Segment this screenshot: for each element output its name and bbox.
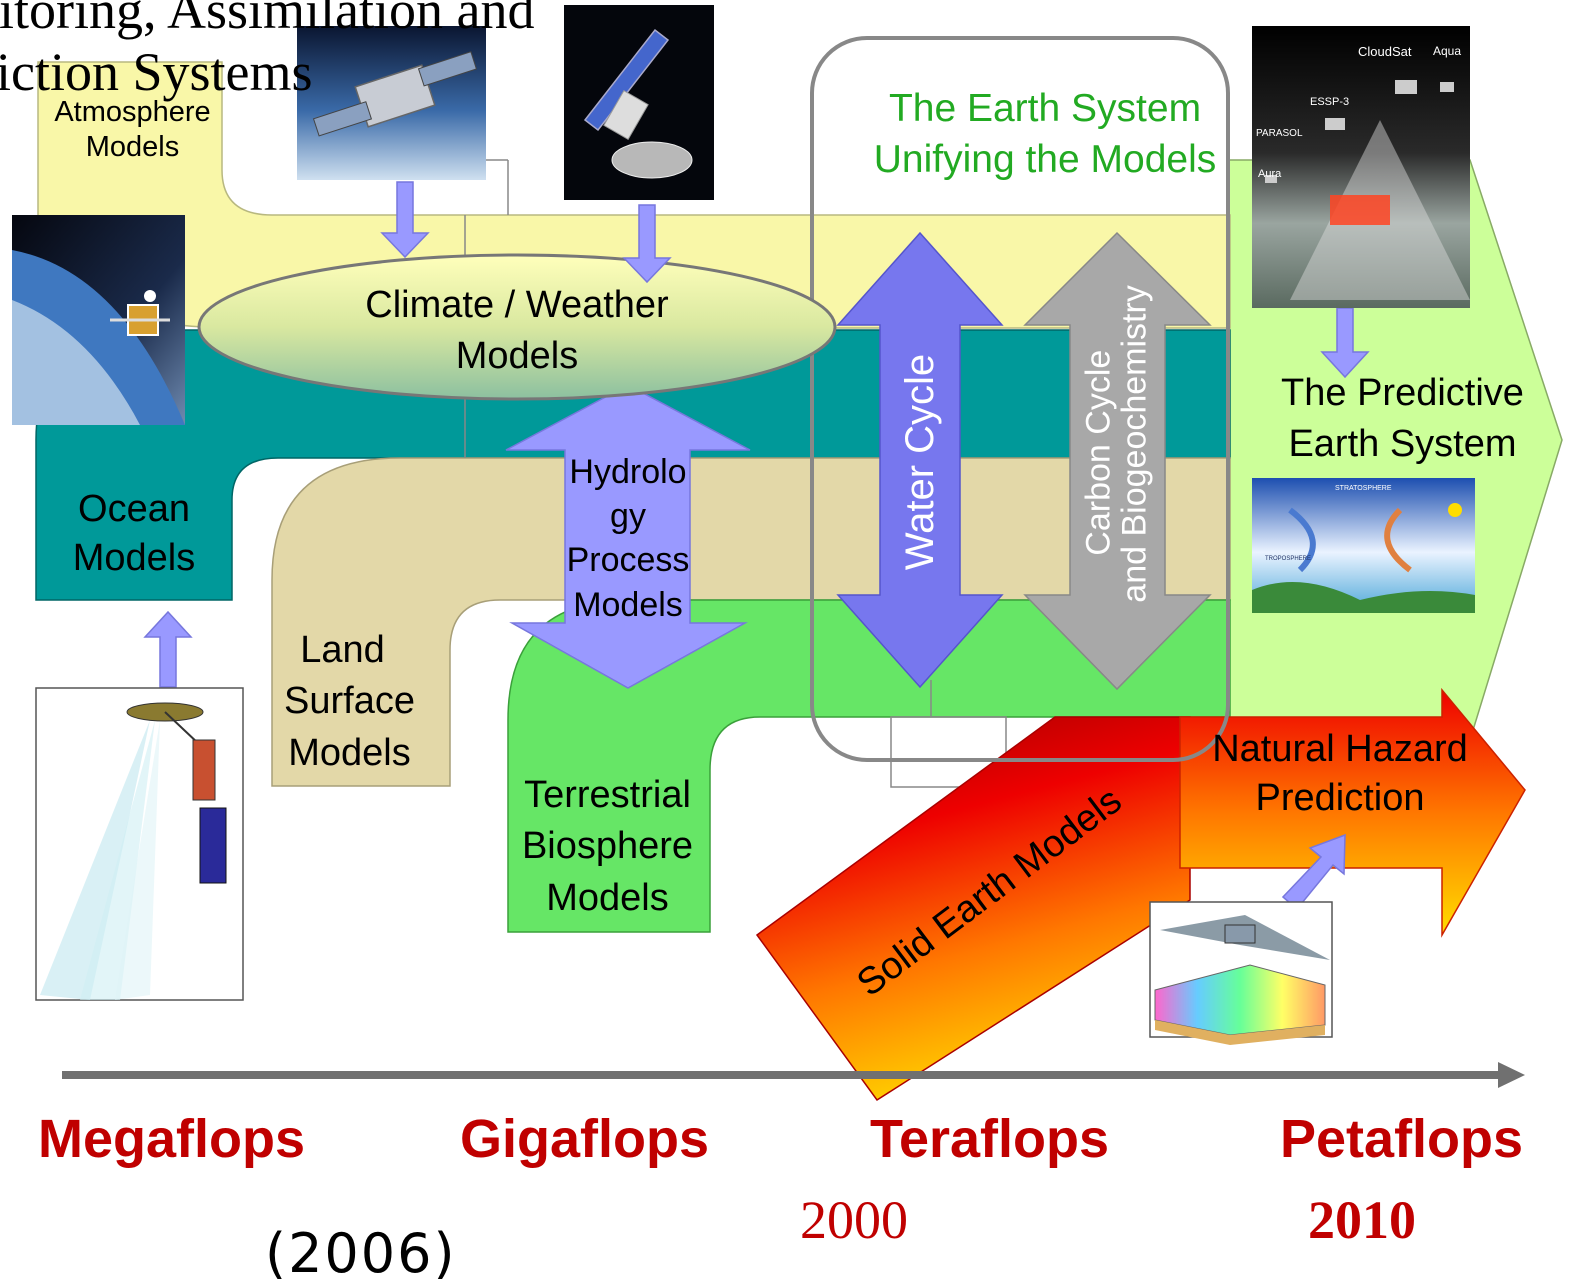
insar-photo: [1149, 901, 1333, 1045]
feed-arrow-cloudsat: [1320, 307, 1370, 379]
climate-label-line2: Models: [455, 334, 579, 377]
natural-hazard-arrow: [1179, 687, 1526, 938]
beam-satellite-photo: [35, 687, 244, 1001]
earth-system-title-line2: Unifying the Models: [873, 137, 1217, 181]
hydrology-process-label: Hydrolo gy Process Models: [553, 450, 703, 627]
biosphere-label-line3: Models: [546, 876, 669, 919]
hydro-label-line4: Models: [573, 585, 683, 624]
biosphere-label-line2: Biosphere: [521, 825, 694, 868]
atmosphere-label-line2: Models: [85, 130, 180, 163]
hydro-label-line1: Hydrolo: [569, 453, 687, 491]
atmosphere-label-line1: Atmosphere: [54, 96, 211, 128]
flops-timeline-axis: [62, 1062, 1525, 1088]
earth-system-title-line1: The Earth System: [888, 87, 1202, 130]
land-label-line2: Surface: [284, 680, 415, 723]
year-2010-label: 2010: [1308, 1190, 1416, 1250]
axis-label-teraflops: Teraflops: [870, 1109, 1110, 1169]
page-title-line2: iction Systems: [0, 42, 313, 102]
satellite-feed-arrows: [143, 181, 1370, 911]
atmosphere-satellite-photo-1: [297, 26, 486, 180]
water-cycle-label: Water Cycle: [898, 353, 942, 571]
earth-system-box: [810, 36, 1230, 762]
earth-satellite-photo: [12, 215, 185, 425]
year-2000-label: 2000: [800, 1190, 908, 1250]
natural-hazard-label: Natural Hazard Prediction: [1180, 725, 1500, 824]
axis-label-petaflops: Petaflops: [1280, 1109, 1524, 1169]
troposphere-label: TROPOSPHERE: [1265, 556, 1311, 562]
aura-label: Aura: [1258, 168, 1282, 180]
ocean-label-line2: Models: [72, 537, 196, 580]
page-title-line1: nitoring, Assimilation and: [0, 0, 535, 40]
parasol-label: PARASOL: [1256, 128, 1303, 139]
axis-label-gigaflops: Gigaflops: [460, 1109, 710, 1169]
feed-arrow-2: [622, 204, 672, 284]
earth-system-diagram: CloudSat Aqua ESSP-3 PARASOL Aura STRATO…: [12, 5, 1563, 1102]
ocean-label-line1: Ocean: [78, 488, 190, 530]
land-surface-models-label: Land Surface Models: [262, 625, 437, 779]
terrestrial-biosphere-label: Terrestrial Biosphere Models: [505, 770, 710, 924]
essp3-label: ESSP-3: [1310, 96, 1349, 108]
atmosphere-satellite-photo-2: [564, 5, 714, 200]
climate-weather-ellipse: [197, 253, 837, 401]
carbon-cycle-arrow: [1023, 231, 1212, 691]
climate-weather-label: Climate / Weather Models: [300, 280, 734, 381]
hydro-label-line2: gy: [610, 497, 646, 536]
stratosphere-diagram-photo: STRATOSPHERE TROPOSPHERE: [1252, 478, 1475, 613]
aqua-label: Aqua: [1433, 44, 1461, 58]
water-cycle-arrow: [836, 231, 1004, 689]
carbon-cycle-label: Carbon Cycle and Biogeochemistry: [1079, 285, 1153, 603]
atmosphere-models-label: Atmosphere Models: [40, 95, 225, 165]
stratosphere-label: STRATOSPHERE: [1335, 485, 1392, 492]
earth-system-title: The Earth System Unifying the Models: [830, 84, 1260, 185]
climate-label-line1: Climate / Weather: [365, 284, 669, 326]
land-label-line3: Models: [288, 731, 411, 774]
carbon-label-line2: and Biogeochemistry: [1115, 285, 1153, 603]
predictive-earth-label: The Predictive Earth System: [1245, 368, 1560, 471]
predictive-label-line2: Earth System: [1288, 423, 1517, 466]
hydrology-arrow: [505, 384, 751, 689]
footer-fragment: (2006): [265, 1222, 457, 1285]
predictive-label-line1: The Predictive: [1281, 372, 1524, 414]
a-train-photo: CloudSat Aqua ESSP-3 PARASOL Aura: [1252, 26, 1470, 308]
biosphere-label-line1: Terrestrial: [524, 774, 691, 816]
axis-label-megaflops: Megaflops: [38, 1109, 306, 1169]
ocean-models-label: Ocean Models: [40, 485, 228, 584]
cloudsat-label: CloudSat: [1358, 44, 1412, 59]
hazard-label-line2: Prediction: [1255, 777, 1425, 820]
land-label-line1: Land: [300, 629, 385, 671]
feed-arrow-ocean: [143, 610, 193, 688]
land-surface-band: [271, 457, 1231, 787]
hazard-label-line1: Natural Hazard: [1212, 728, 1468, 770]
feed-arrow-1: [380, 181, 430, 259]
carbon-label-line1: Carbon Cycle: [1079, 349, 1118, 556]
hydro-label-line3: Process: [566, 541, 690, 580]
